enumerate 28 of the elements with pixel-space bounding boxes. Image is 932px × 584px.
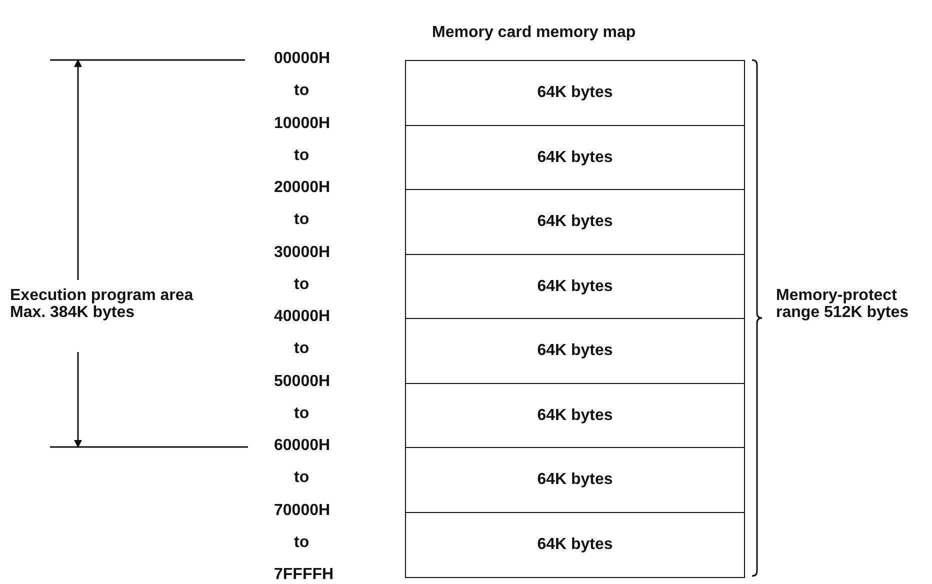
address-label: 70000H (274, 502, 330, 520)
address-label: 00000H (274, 50, 330, 68)
range-word: to (294, 82, 310, 100)
memory-block: 64K bytes (405, 60, 745, 126)
memory-block: 64K bytes (405, 254, 745, 320)
memory-block: 64K bytes (405, 447, 745, 513)
annotation-text: Execution program area Max. 384K bytes (10, 287, 194, 321)
range-word: to (294, 276, 310, 294)
range-word: to (294, 340, 310, 358)
diagram-title: Memory card memory map (432, 24, 636, 42)
annotation-text: Memory-protect range 512K bytes (776, 287, 910, 321)
address-label: 50000H (274, 372, 330, 390)
address-label: 40000H (274, 308, 330, 326)
memory-block: 64K bytes (405, 512, 745, 578)
range-word: to (294, 211, 310, 230)
memory-block: 64K bytes (405, 382, 745, 448)
range-word: to (294, 146, 310, 165)
memory-block: 64K bytes (405, 124, 745, 190)
range-word: to (294, 404, 310, 423)
address-label: 7FFFFH (274, 566, 334, 584)
address-label: 10000H (274, 114, 330, 132)
address-label: 60000H (274, 437, 330, 455)
memory-block: 64K bytes (405, 318, 745, 384)
memory-block: 64K bytes (405, 189, 745, 255)
address-label: 20000H (274, 179, 330, 197)
address-label: 30000H (274, 244, 330, 262)
range-word: to (294, 534, 310, 552)
range-word: to (294, 469, 310, 488)
